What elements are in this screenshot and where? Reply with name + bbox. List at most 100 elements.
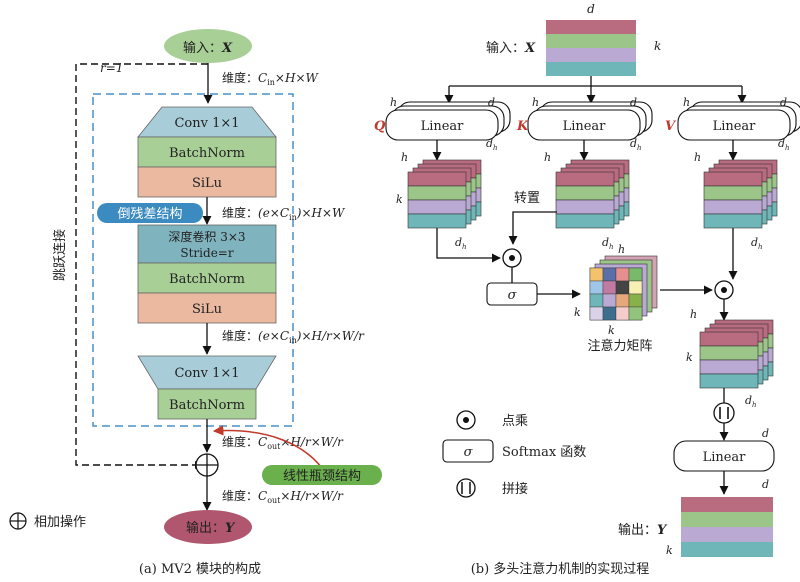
legend-dot-label: 点乘 — [502, 414, 528, 429]
attention-cell — [589, 293, 604, 308]
depthwise-conv-block: 深度卷积 3×3 Stride=r — [137, 224, 277, 264]
q-matrix-dh-label: dh — [455, 236, 467, 251]
matrix-row — [703, 199, 763, 215]
mv2-input-var: X — [221, 41, 233, 56]
attention-cell — [628, 267, 643, 282]
q-linear-dh-label: dh — [486, 137, 498, 152]
svg-text:输出：Y: 输出：Y — [186, 520, 236, 536]
head-out-dh-label: dh — [745, 394, 757, 409]
caption-right: (b) 多头注意力机制的实现过程 — [471, 561, 650, 577]
legend-softmax: σ Softmax 函数 — [442, 439, 586, 463]
attention-input-text: 输入：X — [486, 40, 536, 56]
skip-connection-path — [75, 63, 208, 466]
q-matrix-stack — [407, 159, 482, 229]
matrix-row — [703, 185, 763, 201]
attn-h-label: h — [618, 243, 625, 256]
v-matrix-h-label: h — [694, 151, 701, 164]
add-operation-node — [195, 453, 219, 477]
attention-output-matrix: d k 输出：Y — [618, 478, 773, 557]
linear-v-stack: Linear — [677, 101, 800, 141]
matrix-row — [699, 373, 759, 389]
softmax-node: σ — [486, 282, 538, 306]
matrix-row — [407, 199, 467, 215]
branch-lines — [449, 76, 742, 87]
matrix-row — [699, 359, 759, 375]
v-label: V — [665, 119, 677, 134]
q-matrix-k-label: k — [396, 193, 403, 206]
mv2-dashed-region — [92, 93, 294, 427]
mv2-dim-3: 维度：(e×Cin)×H/r×W/r — [222, 328, 365, 345]
q-linear-d-label: d — [488, 96, 495, 109]
silu-label-2: SiLu — [192, 302, 222, 317]
attention-cell — [628, 293, 643, 308]
head-out-k-label: k — [686, 351, 693, 364]
add-operation-legend-label: 相加操作 — [34, 514, 86, 530]
silu-block-2: SiLu — [137, 292, 277, 324]
dot-product-node-1 — [502, 248, 522, 268]
attention-cell — [602, 280, 617, 295]
transpose-label: 转置 — [514, 191, 540, 206]
attention-cell — [615, 267, 630, 282]
legend-softmax-label: Softmax 函数 — [502, 445, 586, 460]
k-linear-dh-label: dh — [630, 137, 642, 152]
inverted-residual-tag: 倒残差结构 — [97, 203, 203, 223]
matrix-row — [407, 213, 467, 229]
conv-expand-label: Conv 1×1 — [174, 116, 239, 131]
stride-one-label: r=1 — [100, 61, 123, 75]
mv2-output-var: Y — [225, 521, 236, 536]
caption-left: (a) MV2 模块的构成 — [139, 561, 261, 577]
attention-cell — [602, 293, 617, 308]
k-linear-d-label: d — [630, 96, 637, 109]
svg-text:输入：X: 输入：X — [183, 40, 233, 56]
legend-concat: 拼接 — [456, 478, 528, 498]
attention-matrix-cube — [589, 255, 658, 321]
attention-cell — [628, 280, 643, 295]
legend-dot-product: 点乘 — [456, 410, 528, 430]
linear-bottleneck-tag: 线性瓶颈结构 — [262, 465, 382, 485]
batchnorm-block-3: BatchNorm — [157, 388, 257, 420]
attention-cell — [602, 306, 617, 321]
mv2-block-panel: 输入：X 维度：Cin×H×W r=1 跳跃连接 Conv 1×1 BatchN… — [9, 29, 382, 577]
conv-expand-block: Conv 1×1 — [137, 106, 277, 138]
batchnorm-label-1: BatchNorm — [169, 146, 245, 161]
matrix-row — [555, 213, 615, 229]
input-k-label: k — [654, 39, 661, 53]
mv2-dim-2: 维度：(e×Cin)×H×W — [222, 205, 346, 222]
batchnorm-block-1: BatchNorm — [137, 136, 277, 168]
linear-label: Linear — [563, 119, 607, 134]
attention-cell — [589, 280, 604, 295]
linear-label: Linear — [421, 119, 465, 134]
k-label: K — [516, 119, 529, 134]
concat-node — [713, 402, 735, 424]
linear-bottleneck-label: 线性瓶颈结构 — [283, 469, 361, 484]
linear-layer — [385, 109, 499, 141]
output-d-label: d — [762, 478, 769, 491]
q-label: Q — [374, 119, 386, 134]
input-d-label: d — [587, 2, 595, 16]
attn-k-label-left: k — [574, 306, 581, 319]
v-linear-d-label: d — [780, 96, 787, 109]
batchnorm-label-3: BatchNorm — [169, 398, 245, 413]
linear-bottleneck-pointer — [212, 425, 323, 469]
attention-cell — [589, 267, 604, 282]
head-out-h-label: h — [690, 308, 697, 321]
matrix-row — [703, 213, 763, 229]
mv2-dim-4: 维度：Cout×H/r×W/r — [222, 434, 344, 451]
output-k-label: k — [666, 544, 673, 557]
batchnorm-label-2: BatchNorm — [169, 272, 245, 287]
mv2-dim-5: 维度：Cout×H/r×W/r — [222, 488, 344, 505]
matrix-row — [407, 185, 467, 201]
matrix-row — [555, 185, 615, 201]
silu-block-1: SiLu — [137, 166, 277, 198]
attention-cell — [615, 306, 630, 321]
add-operation-legend: 相加操作 — [9, 512, 86, 530]
matrix-row — [407, 171, 467, 187]
q-matrix-h-label: h — [401, 151, 408, 164]
k-linear-h-label: h — [532, 96, 539, 109]
q-linear-h-label: h — [390, 96, 397, 109]
mv2-dim-1: 维度：Cin×H×W — [222, 70, 319, 87]
linear-label: Linear — [713, 119, 757, 134]
linear-k-stack: Linear — [527, 101, 653, 141]
v-matrix-stack — [703, 159, 778, 229]
conv-project-label: Conv 1×1 — [174, 366, 239, 381]
